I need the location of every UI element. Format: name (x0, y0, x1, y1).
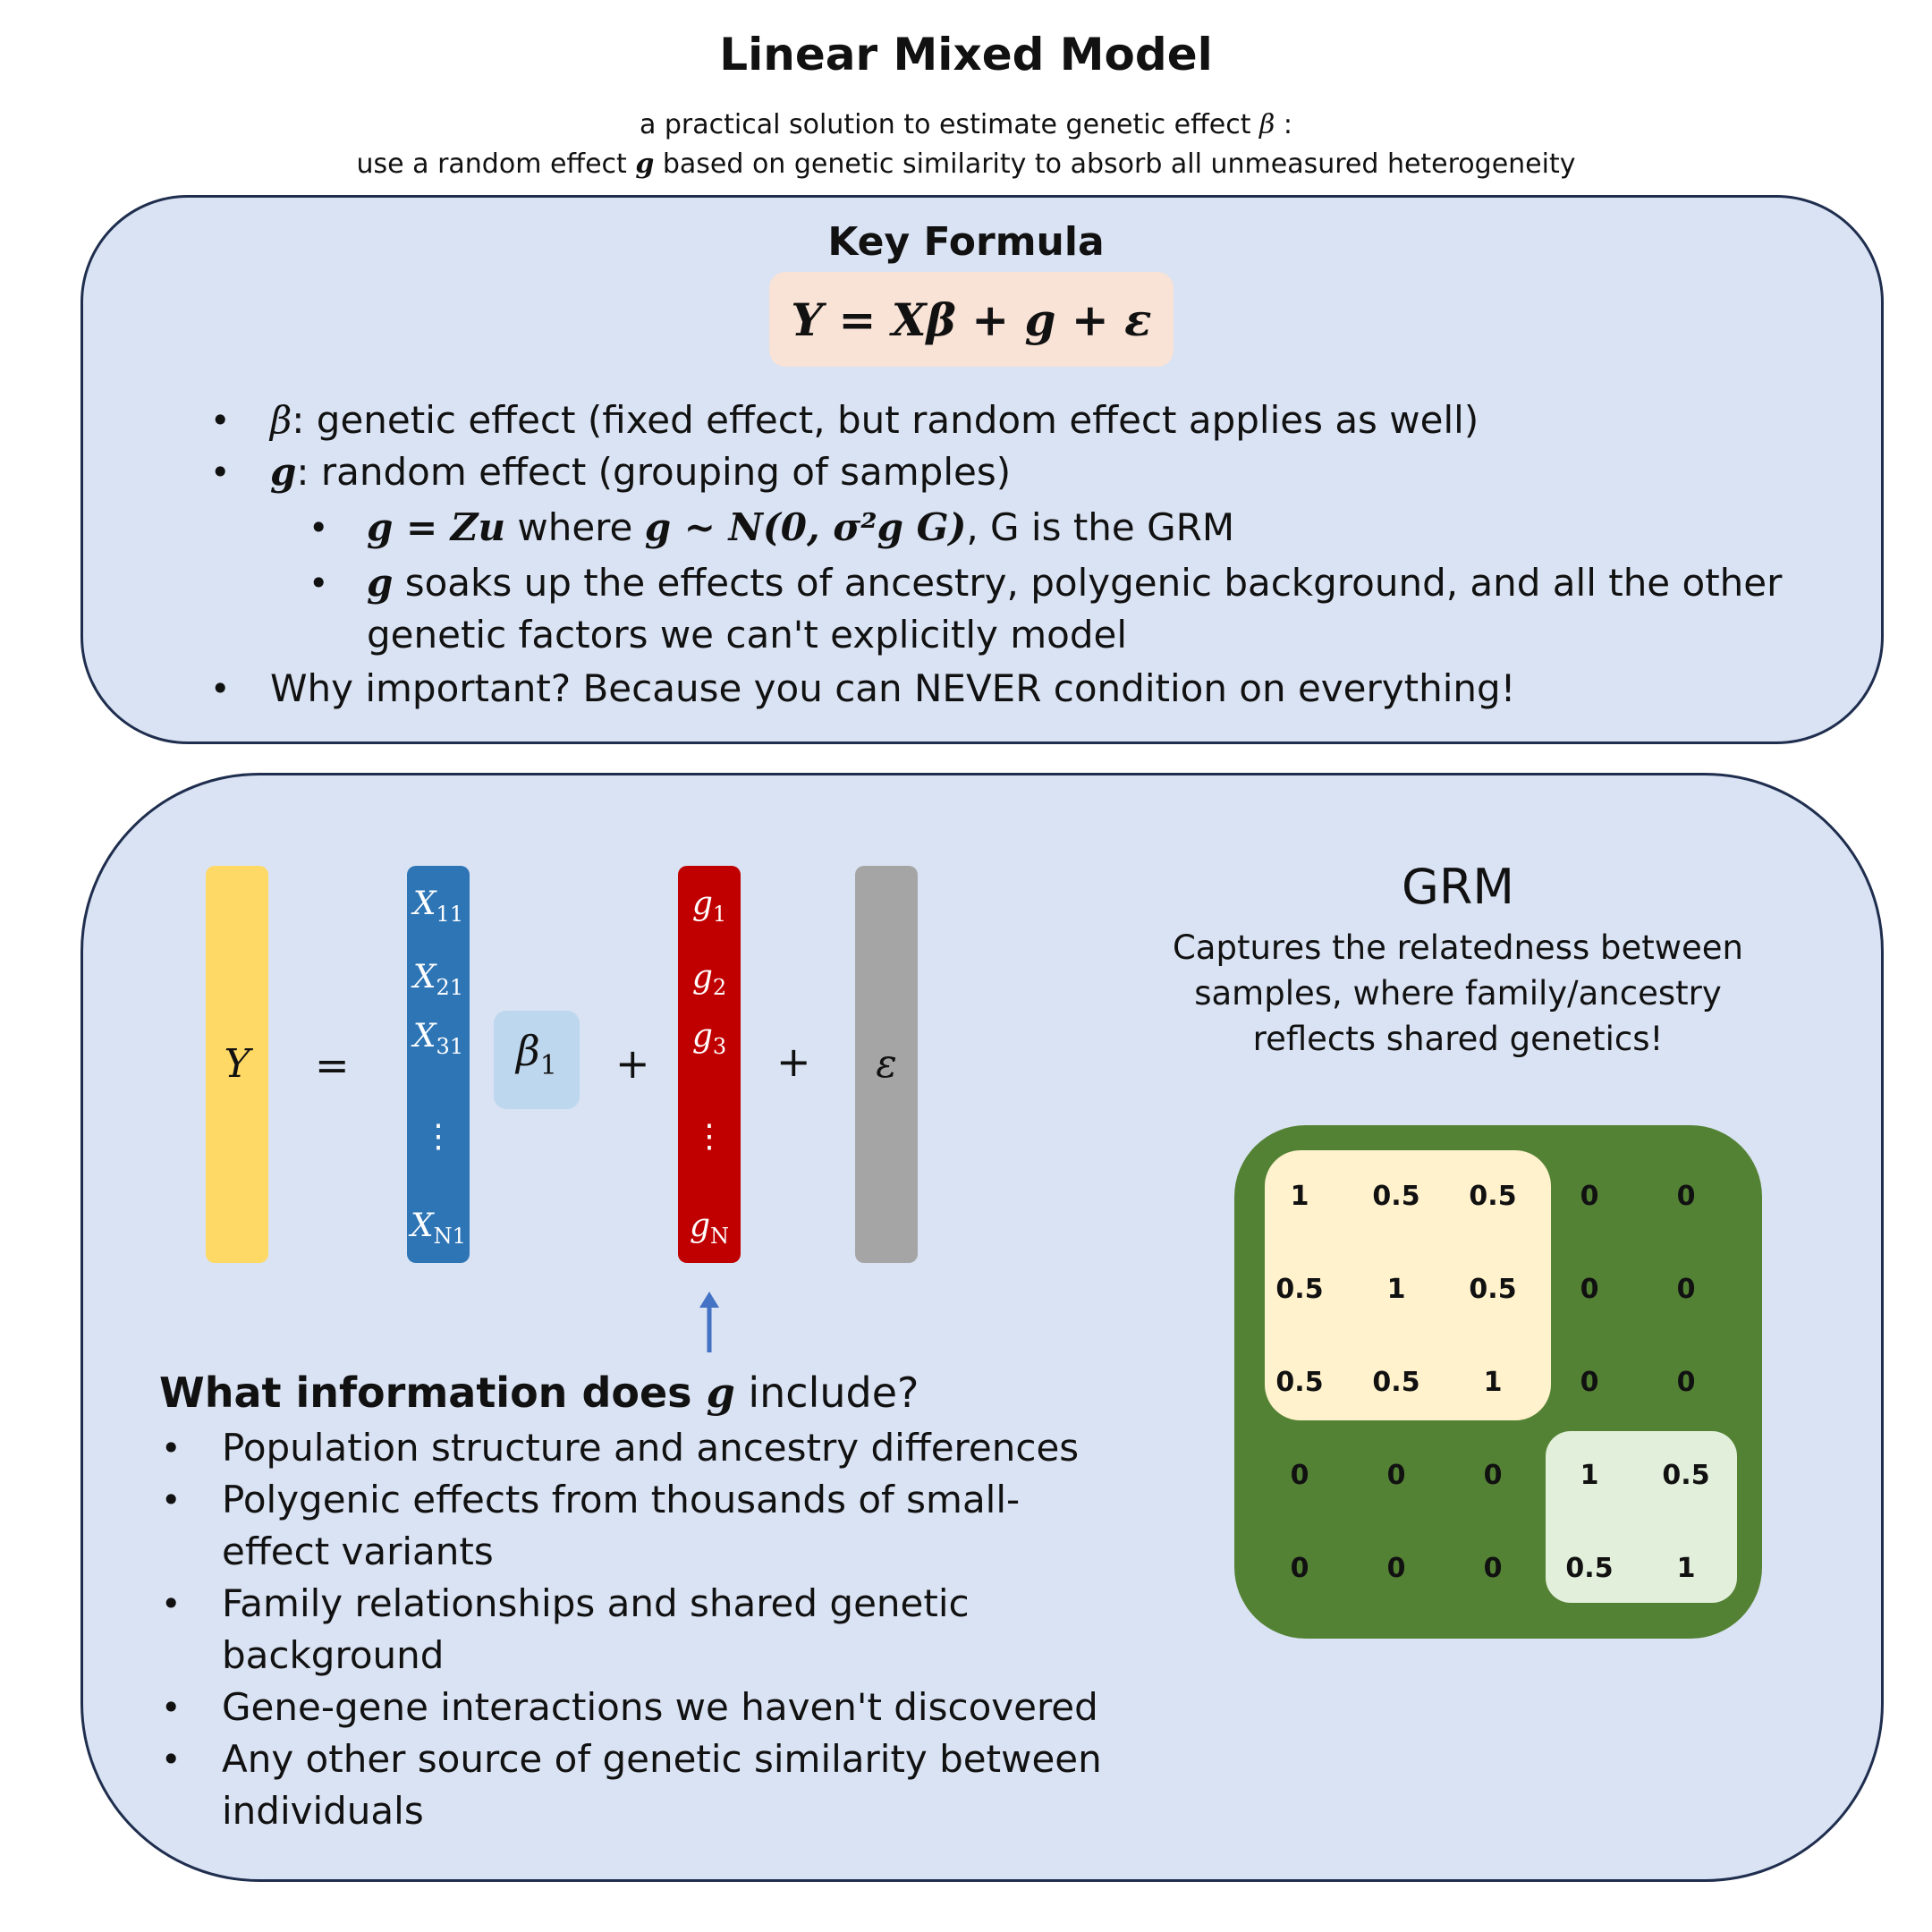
page-title: Linear Mixed Model (719, 29, 1213, 80)
grm-cell: 0 (1580, 1367, 1599, 1398)
bullet-g-definition: g = Zu where g ~ N(0, σ²g G), G is the G… (367, 505, 1235, 549)
grm-family-block (1265, 1150, 1551, 1420)
g-cell: gN (689, 1208, 730, 1250)
grm-cell: 1 (1483, 1367, 1503, 1398)
grm-cell: 0 (1290, 1553, 1309, 1584)
grm-cell: 0.5 (1469, 1274, 1517, 1305)
plus-sign: + (615, 1039, 650, 1088)
grm-cell: 1 (1290, 1181, 1309, 1212)
info-title: What information does g include? (159, 1368, 919, 1417)
grm-cell: 0.5 (1275, 1367, 1324, 1398)
grm-cell: 1 (1386, 1274, 1406, 1305)
grm-cell: 0 (1580, 1274, 1599, 1305)
bullet-dot: • (161, 1584, 182, 1623)
info-item: Polygenic effects from thousands of smal… (222, 1478, 1021, 1521)
info-item-continuation: effect variants (222, 1530, 494, 1573)
bullet-dot: • (309, 564, 329, 603)
bullet-dot: • (161, 1740, 182, 1779)
y-label: Y (224, 1041, 250, 1087)
info-item-continuation: individuals (222, 1789, 424, 1833)
grm-cell: 0 (1676, 1367, 1696, 1398)
grm-cell: 1 (1676, 1553, 1696, 1584)
key-formula: Y = Xβ + g + ε (791, 292, 1152, 346)
grm-cell: 0.5 (1469, 1181, 1517, 1212)
grm-cell: 0.5 (1372, 1367, 1420, 1398)
bullet-dot: • (210, 453, 231, 492)
grm-cell: 0 (1676, 1274, 1696, 1305)
grm-cell: 0 (1386, 1460, 1406, 1491)
grm-cell: 0 (1580, 1181, 1599, 1212)
g-vector (678, 866, 741, 1263)
x-cell: XN1 (411, 1208, 466, 1250)
grm-cell: 0.5 (1565, 1553, 1614, 1584)
grm-cell: 1 (1580, 1460, 1599, 1491)
x-cell: X21 (412, 959, 464, 1001)
subtitle: a practical solution to estimate genetic… (0, 106, 1932, 184)
plus-sign: + (776, 1038, 811, 1086)
beta-box (494, 1011, 580, 1109)
bullet-why-important: Why important? Because you can NEVER con… (270, 666, 1516, 710)
equals-sign: = (315, 1041, 350, 1089)
epsilon-vector (855, 866, 918, 1263)
g-ellipsis: ⋮ (693, 1118, 725, 1155)
bullet-dot: • (309, 508, 329, 547)
g-cell: g1 (691, 886, 727, 928)
x-vector (407, 866, 470, 1263)
subtitle-line-2: use a random effect g based on genetic s… (356, 148, 1576, 180)
info-item-continuation: background (222, 1633, 445, 1677)
key-formula-title: Key Formula (827, 219, 1105, 265)
subtitle-line-1: a practical solution to estimate genetic… (639, 109, 1293, 140)
bullet-dot: • (210, 669, 231, 708)
x-ellipsis: ⋮ (422, 1118, 454, 1155)
bullet-dot: • (161, 1688, 182, 1727)
g-cell: g3 (691, 1018, 727, 1060)
grm-title: GRM (1402, 859, 1514, 915)
epsilon-label: ε (876, 1041, 897, 1087)
grm-description: Captures the relatedness between samples… (1172, 928, 1744, 1058)
grm-family-block (1546, 1431, 1737, 1603)
grm-cell: 0 (1483, 1460, 1503, 1491)
grm-cell: 0.5 (1662, 1460, 1710, 1491)
y-vector (206, 866, 268, 1263)
info-item: Any other source of genetic similarity b… (222, 1737, 1102, 1781)
x-cell: X11 (412, 886, 464, 928)
arrow-up-icon (699, 1292, 719, 1352)
beta-label: β1 (516, 1027, 557, 1082)
grm-cell: 0 (1676, 1181, 1696, 1212)
bullet-g-soaks-line2: genetic factors we can't explicitly mode… (367, 613, 1128, 657)
grm-cell: 0 (1290, 1460, 1309, 1491)
g-cell: g2 (691, 959, 727, 1001)
grm-cell: 0 (1483, 1553, 1503, 1584)
bullet-g-soaks: g soaks up the effects of ancestry, poly… (367, 561, 1783, 605)
grm-cell: 0.5 (1372, 1181, 1420, 1212)
grm-cell: 0 (1386, 1553, 1406, 1584)
bullet-dot: • (210, 401, 231, 440)
info-item: Population structure and ancestry differ… (222, 1426, 1080, 1470)
bullet-dot: • (161, 1480, 182, 1520)
info-item: Gene-gene interactions we haven't discov… (222, 1685, 1098, 1729)
bullet-g: g: random effect (grouping of samples) (270, 450, 1012, 494)
x-cell: X31 (412, 1018, 464, 1060)
bullet-beta: β: genetic effect (fixed effect, but ran… (270, 398, 1479, 442)
info-item: Family relationships and shared genetic (222, 1581, 970, 1625)
key-formula-box: Y = Xβ + g + ε (769, 272, 1174, 367)
bullet-dot: • (161, 1428, 182, 1468)
grm-cell: 0.5 (1275, 1274, 1324, 1305)
